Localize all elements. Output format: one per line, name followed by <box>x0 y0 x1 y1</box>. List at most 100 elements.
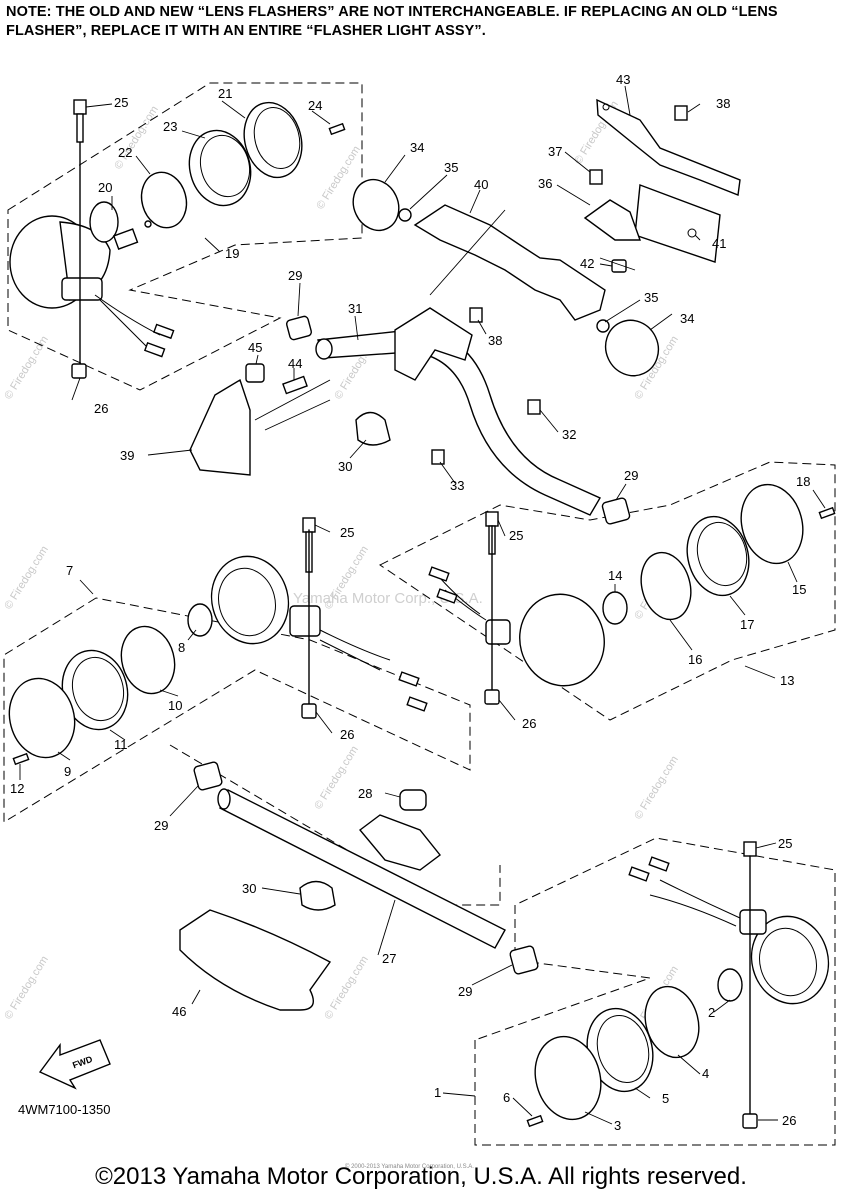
plate-41-part <box>634 184 721 263</box>
callout-5: 5 <box>662 1091 669 1106</box>
grommet-29d-part <box>509 945 539 975</box>
bracket-assembly <box>352 98 741 377</box>
flasher-assembly-7 <box>8 517 428 766</box>
nut-26c-part <box>484 689 500 705</box>
callout-33: 33 <box>450 478 464 493</box>
group-7-outline <box>3 597 471 823</box>
reflector-34b-part <box>604 319 660 377</box>
bracket-39-part <box>189 378 251 476</box>
callout-35: 35 <box>444 160 458 175</box>
bolt-38-part <box>674 105 688 121</box>
flasher-assembly-19 <box>9 99 346 379</box>
callout-10: 10 <box>168 698 182 713</box>
watermark-site: © Firedog.com <box>322 954 370 1022</box>
callout-23: 23 <box>163 119 177 134</box>
callouts: 1 2 3 4 5 6 7 8 9 10 11 12 13 14 15 16 1… <box>10 72 810 1133</box>
flasher-assembly-13 <box>428 483 836 705</box>
callout-3: 3 <box>614 1118 621 1133</box>
callout-26b: 26 <box>340 727 354 742</box>
bulb-2-part <box>717 968 743 1002</box>
nut-26-part <box>71 363 87 379</box>
bracket-27-part <box>358 814 441 871</box>
callout-30: 30 <box>338 459 352 474</box>
gasket-22-part <box>140 171 188 229</box>
lens-21-part <box>243 101 303 179</box>
rim-17-part <box>686 515 750 597</box>
lens-3-part <box>534 1035 602 1121</box>
callout-34b: 34 <box>680 311 694 326</box>
callout-25: 25 <box>114 95 128 110</box>
group-27-outline <box>169 744 501 906</box>
collar-28-part <box>399 789 427 811</box>
body-13-part <box>519 593 605 687</box>
callout-1: 1 <box>434 1085 441 1100</box>
gasket-16-part <box>640 551 692 621</box>
diagram-code: 4WM7100-1350 <box>18 1102 111 1117</box>
plate-43-part <box>596 98 741 196</box>
fine-print: © 2000-2013 Yamaha Motor Corporation, U.… <box>345 1163 474 1170</box>
washer-35-part <box>398 208 412 222</box>
bulb-14-part <box>602 591 628 625</box>
body-1-part <box>750 915 830 1005</box>
rim-23-part <box>188 129 252 207</box>
callout-27: 27 <box>382 951 396 966</box>
callout-25b: 25 <box>340 525 354 540</box>
callout-22: 22 <box>118 145 132 160</box>
callout-24: 24 <box>308 98 322 113</box>
callout-7: 7 <box>66 563 73 578</box>
watermark-site: © Firedog.com <box>2 544 50 612</box>
callout-8: 8 <box>178 640 185 655</box>
callout-15: 15 <box>792 582 806 597</box>
grommet-29c-part <box>193 761 223 791</box>
nut-26b-part <box>301 703 317 719</box>
callout-34: 34 <box>410 140 424 155</box>
gasket-10-part <box>120 625 176 695</box>
screw-24-part <box>328 122 346 136</box>
callout-26: 26 <box>94 401 108 416</box>
watermark-site: © Firedog.com <box>312 744 360 812</box>
clamp-30-part <box>355 411 391 446</box>
callout-29b: 29 <box>624 468 638 483</box>
watermark-site: © Firedog.com <box>2 334 50 402</box>
watermark-site: © Firedog.com <box>632 754 680 822</box>
bulb-8-part <box>187 603 213 637</box>
lens-9-part <box>8 677 76 759</box>
group-13-outline <box>379 461 836 721</box>
note-text: NOTE: THE OLD AND NEW “LENS FLASHERS” AR… <box>6 4 778 39</box>
front-bar-27 <box>179 761 539 1011</box>
copyright-text: ©2013 Yamaha Motor Corporation, U.S.A. A… <box>95 1163 747 1190</box>
group-outlines <box>3 82 836 1146</box>
callout-14: 14 <box>608 568 622 583</box>
screw-6-part <box>526 1114 544 1128</box>
flasher-assembly-1 <box>526 841 830 1129</box>
callout-4: 4 <box>702 1066 709 1081</box>
watermark-center: © Yamaha Motor Corp., U.S.A. <box>278 590 483 607</box>
callout-29d: 29 <box>458 984 472 999</box>
callout-25d: 25 <box>778 836 792 851</box>
callout-29c: 29 <box>154 818 168 833</box>
cover-46-part <box>179 909 332 1011</box>
reflector-34-part <box>352 178 400 232</box>
callout-13: 13 <box>780 673 794 688</box>
callout-19: 19 <box>225 246 239 261</box>
callout-31: 31 <box>348 301 362 316</box>
callout-32: 32 <box>562 427 576 442</box>
callout-30b: 30 <box>242 881 256 896</box>
clamp-30b-part <box>299 880 336 911</box>
callout-29: 29 <box>288 268 302 283</box>
bolt-32-part <box>527 399 541 415</box>
callout-25c: 25 <box>509 528 523 543</box>
bolt-38c-part <box>469 307 483 323</box>
callout-41: 41 <box>712 236 726 251</box>
screw-18-part <box>818 506 836 520</box>
bolt-25c-part <box>485 511 499 527</box>
bracket-40-part <box>413 204 606 321</box>
watermark-site: © Firedog.com <box>2 954 50 1022</box>
callout-18: 18 <box>796 474 810 489</box>
callout-2: 2 <box>708 1005 715 1020</box>
callout-16: 16 <box>688 652 702 667</box>
callout-12: 12 <box>10 781 24 796</box>
washer-35b-part <box>596 319 610 333</box>
callout-38b: 38 <box>488 333 502 348</box>
